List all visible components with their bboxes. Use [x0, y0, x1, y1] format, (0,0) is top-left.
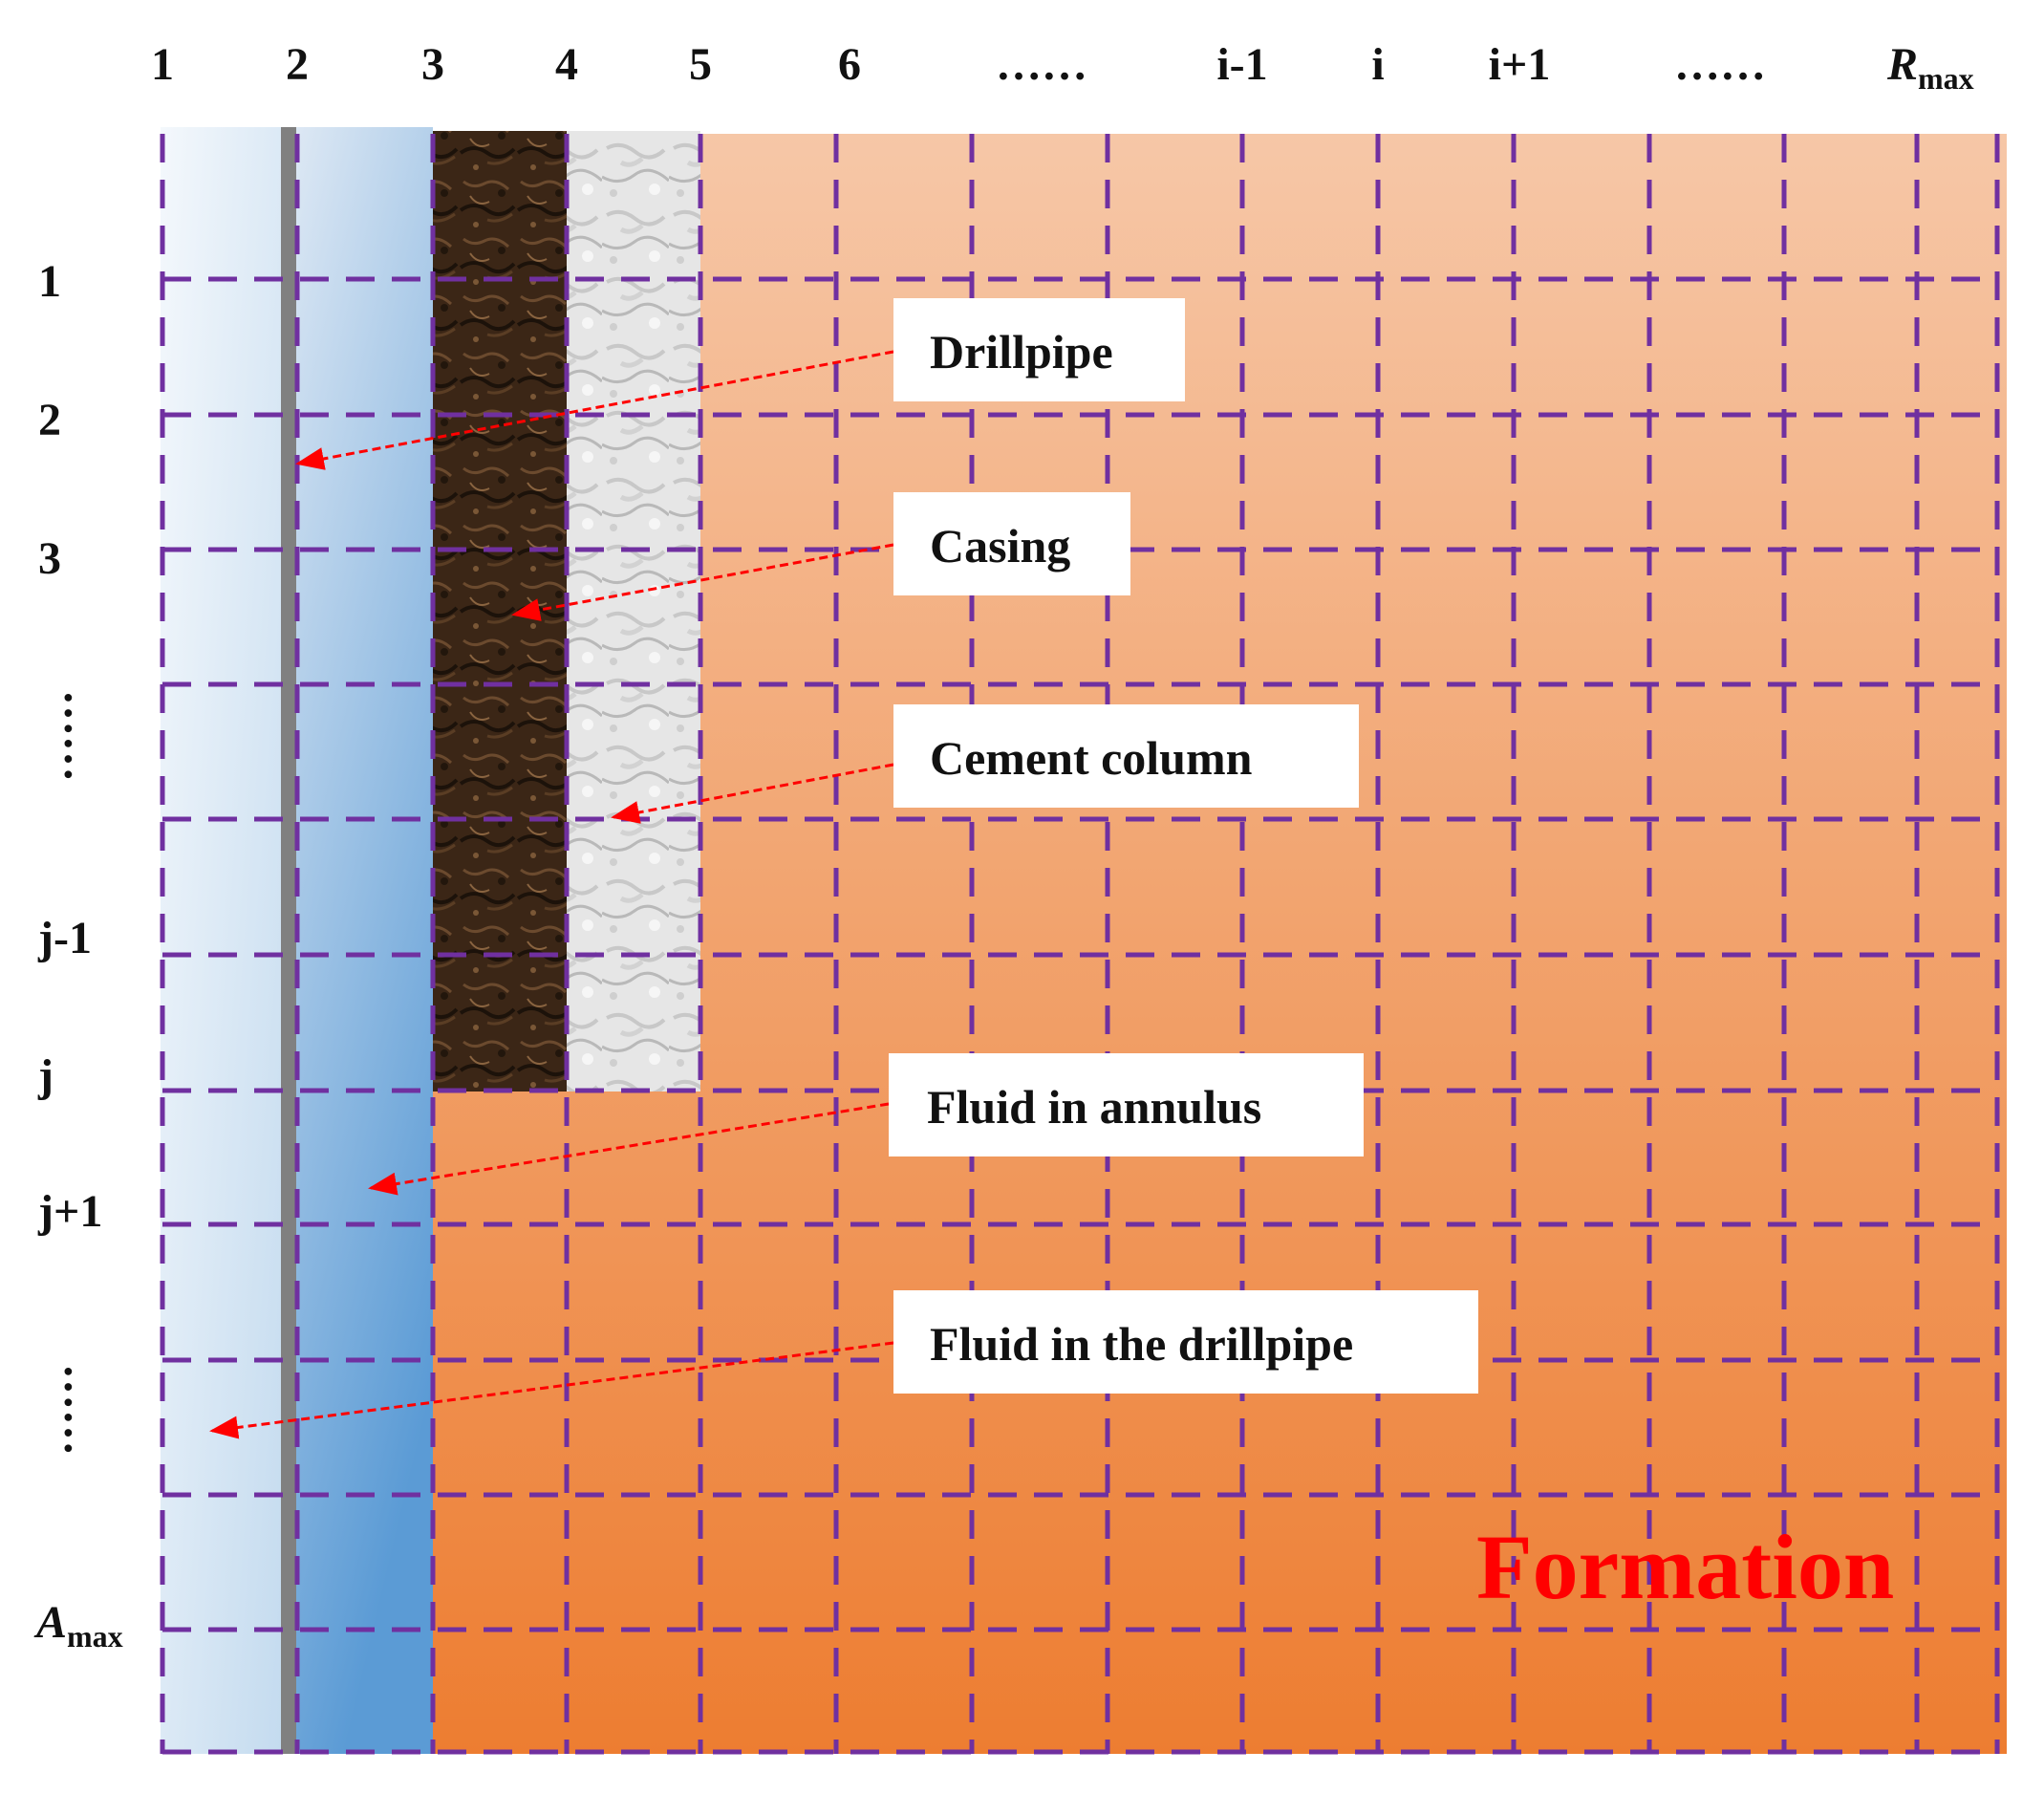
column-label: 1 — [151, 39, 174, 90]
arrow-casing — [511, 543, 894, 621]
column-label: 5 — [689, 39, 712, 90]
arrow-drillpipe — [295, 350, 894, 470]
drillpipe-fluid-region — [161, 127, 281, 1754]
column-labels: 1 2 3 4 5 6 …… i-1 i i+1 …… — [151, 39, 1766, 90]
arrow-cement — [611, 763, 894, 824]
row-label-amax-main: A — [33, 1597, 67, 1648]
column-label: 4 — [555, 39, 578, 90]
column-label: i — [1371, 39, 1384, 90]
column-label-rmax-main: R — [1886, 39, 1918, 90]
cement-column-region — [567, 131, 700, 1092]
callout-drillpipe-fluid: Fluid in the drillpipe — [893, 1290, 1478, 1394]
callout-annulus-text: Fluid in annulus — [927, 1080, 1261, 1134]
row-label: …… — [54, 690, 105, 782]
drillpipe-wall — [281, 127, 296, 1754]
callout-drillpipe: Drillpipe — [893, 298, 1185, 401]
callout-casing-text: Casing — [930, 519, 1070, 573]
callout-cement-text: Cement column — [930, 731, 1253, 785]
callout-arrows — [209, 350, 894, 1439]
row-label: 1 — [38, 256, 61, 307]
callout-drillpipe-fluid-text: Fluid in the drillpipe — [930, 1317, 1353, 1371]
row-label: j-1 — [37, 913, 92, 963]
column-label: i+1 — [1489, 39, 1551, 90]
callout-casing: Casing — [893, 492, 1130, 595]
column-label: 3 — [421, 39, 444, 90]
row-label-amax-sub: max — [67, 1619, 123, 1654]
arrow-annulus — [368, 1102, 890, 1196]
row-label: j — [37, 1050, 54, 1101]
column-label-rmax: Rmax — [1886, 39, 1974, 96]
column-label: 6 — [838, 39, 861, 90]
column-label: …… — [996, 39, 1087, 90]
formation-label: Formation — [1476, 1516, 1894, 1618]
column-label: …… — [1674, 39, 1766, 90]
column-label-rmax-sub: max — [1918, 61, 1974, 96]
row-labels: 1 2 3 …… j-1 j j+1 …… — [37, 256, 105, 1456]
row-label: 3 — [38, 533, 61, 584]
column-label: 2 — [286, 39, 309, 90]
arrow-drillpipe-fluid — [209, 1341, 894, 1439]
column-label: i-1 — [1216, 39, 1267, 90]
row-label-amax: Amax — [33, 1597, 123, 1654]
row-label: …… — [54, 1364, 105, 1456]
casing-region — [433, 131, 567, 1092]
callout-drillpipe-text: Drillpipe — [930, 325, 1113, 378]
callout-annulus: Fluid in annulus — [889, 1053, 1364, 1156]
callout-cement: Cement column — [893, 704, 1359, 808]
row-label: 2 — [38, 395, 61, 445]
row-label: j+1 — [37, 1186, 102, 1237]
annulus-fluid-region — [296, 127, 433, 1754]
